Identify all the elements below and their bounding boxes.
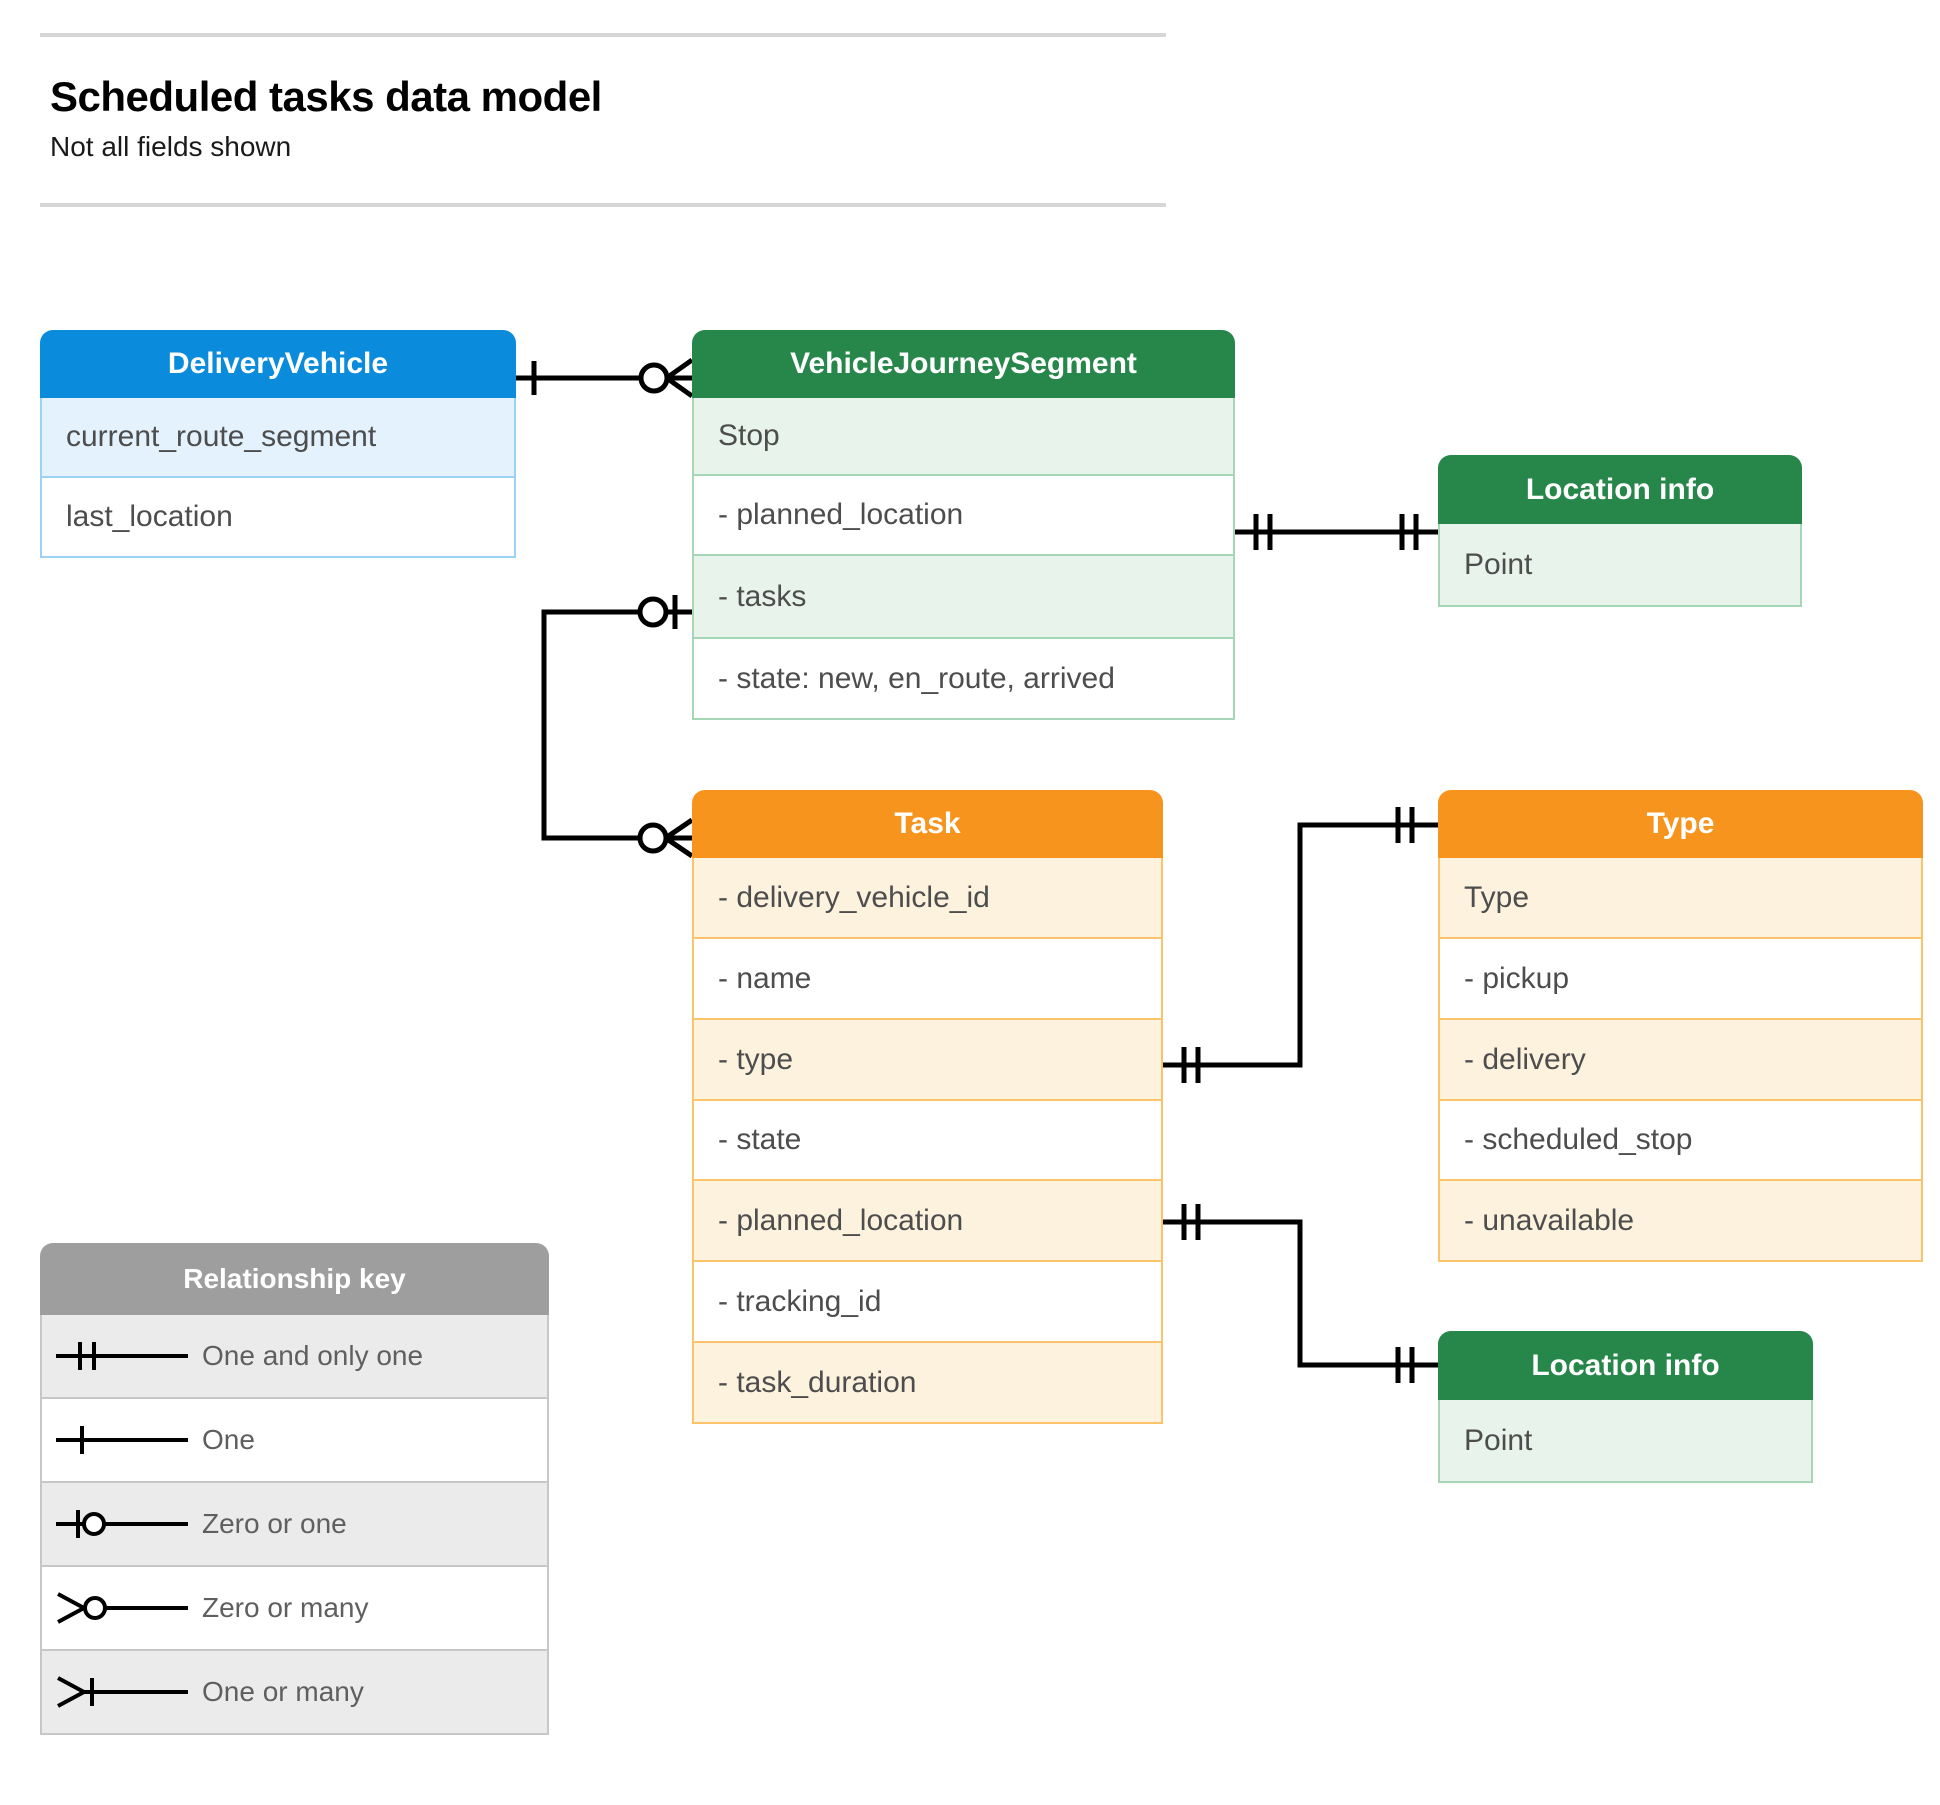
field-stop[interactable]: Stop <box>692 398 1235 476</box>
entity-title: Type <box>1646 807 1715 840</box>
legend-item-label: Zero or many <box>202 1592 369 1623</box>
field-label: last_location <box>66 500 233 533</box>
entity-title: VehicleJourneySegment <box>790 347 1137 380</box>
legend-title: Relationship key <box>183 1263 406 1294</box>
field-label: - name <box>718 961 812 995</box>
field-label: - type <box>718 1042 794 1076</box>
one-or-many-icon <box>42 1672 202 1712</box>
field-label: - unavailable <box>1464 1203 1635 1237</box>
field-label: current_route_segment <box>66 420 377 453</box>
field-label: - tasks <box>718 579 807 613</box>
entity-task-header: Task <box>692 790 1163 858</box>
field-delivery[interactable]: - delivery <box>1438 1020 1923 1101</box>
field-point[interactable]: Point <box>1438 1400 1813 1483</box>
entity-title: Task <box>894 807 961 840</box>
zero-or-one-icon <box>42 1504 202 1544</box>
entity-title: Location info <box>1531 1348 1720 1382</box>
field-tasks[interactable]: - tasks <box>692 556 1235 639</box>
entity-delivery-vehicle[interactable]: DeliveryVehicle current_route_segment la… <box>40 330 516 558</box>
entity-delivery-vehicle-header: DeliveryVehicle <box>40 330 516 398</box>
field-pickup[interactable]: - pickup <box>1438 939 1923 1020</box>
one-icon <box>42 1420 202 1460</box>
edge-task-location-to-location-bottom <box>1163 1219 1438 1368</box>
field-type[interactable]: - type <box>692 1020 1163 1101</box>
legend-item-one-and-only-one[interactable]: One and only one <box>40 1315 549 1399</box>
field-label: - pickup <box>1464 961 1570 995</box>
field-unavailable[interactable]: - unavailable <box>1438 1181 1923 1262</box>
field-planned-location[interactable]: - planned_location <box>692 1181 1163 1262</box>
field-label: - delivery_vehicle_id <box>718 880 990 914</box>
legend-header: Relationship key <box>40 1243 549 1315</box>
field-state[interactable]: - state: new, en_route, arrived <box>692 639 1235 720</box>
entity-location-info-top[interactable]: Location info Point <box>1438 455 1802 607</box>
legend-item-label: One <box>202 1424 255 1455</box>
field-task-duration[interactable]: - task_duration <box>692 1343 1163 1424</box>
legend-item-label: Zero or one <box>202 1508 347 1539</box>
legend-item-zero-or-one[interactable]: Zero or one <box>40 1483 549 1567</box>
field-name[interactable]: - name <box>692 939 1163 1020</box>
page-subtitle: Not all fields shown <box>50 131 292 162</box>
field-label: - planned_location <box>718 1203 964 1237</box>
legend-item-one-or-many[interactable]: One or many <box>40 1651 549 1735</box>
entity-location-info-bottom-header: Location info <box>1438 1331 1813 1400</box>
field-label: Point <box>1464 547 1533 581</box>
field-label: - tracking_id <box>718 1284 882 1318</box>
entity-vehicle-journey-segment[interactable]: VehicleJourneySegment Stop - planned_loc… <box>692 330 1235 720</box>
field-label: - scheduled_stop <box>1464 1123 1693 1156</box>
entity-task[interactable]: Task - delivery_vehicle_id - name - type… <box>692 790 1163 1424</box>
entity-type-header: Type <box>1438 790 1923 858</box>
field-delivery-vehicle-id[interactable]: - delivery_vehicle_id <box>692 858 1163 939</box>
entity-location-info-bottom[interactable]: Location info Point <box>1438 1331 1813 1483</box>
entity-location-info-top-header: Location info <box>1438 455 1802 524</box>
edge-task-type-to-type <box>1163 822 1438 1068</box>
field-label: Type <box>1464 880 1530 914</box>
field-label: Stop <box>718 419 780 452</box>
field-last-location[interactable]: last_location <box>40 478 516 558</box>
field-label: - planned_location <box>718 498 964 531</box>
field-point[interactable]: Point <box>1438 524 1802 607</box>
legend-item-label: One and only one <box>202 1340 424 1371</box>
zero-or-many-icon <box>42 1588 202 1628</box>
edge-segment-tasks-to-task <box>541 609 692 841</box>
header-divider-bottom <box>40 203 1166 207</box>
field-state[interactable]: - state <box>692 1101 1163 1181</box>
one-and-only-one-icon <box>42 1336 202 1376</box>
field-type-value[interactable]: Type <box>1438 858 1923 939</box>
entity-type[interactable]: Type Type - pickup - delivery - schedule… <box>1438 790 1923 1262</box>
page-title: Scheduled tasks data model <box>50 73 602 120</box>
header-divider-top <box>40 33 1166 37</box>
field-label: - state: new, en_route, arrived <box>718 661 1115 695</box>
legend-relationship-key[interactable]: Relationship key One and only one One <box>40 1243 549 1735</box>
legend-item-one[interactable]: One <box>40 1399 549 1483</box>
field-planned-location[interactable]: - planned_location <box>692 476 1235 556</box>
field-label: Point <box>1464 1423 1533 1457</box>
entity-vehicle-journey-segment-header: VehicleJourneySegment <box>692 330 1235 398</box>
field-tracking-id[interactable]: - tracking_id <box>692 1262 1163 1343</box>
field-scheduled-stop[interactable]: - scheduled_stop <box>1438 1101 1923 1181</box>
field-label: - task_duration <box>718 1365 917 1399</box>
field-label: - delivery <box>1464 1042 1586 1076</box>
entity-title: DeliveryVehicle <box>167 347 389 380</box>
field-current-route-segment[interactable]: current_route_segment <box>40 398 516 478</box>
legend-item-zero-or-many[interactable]: Zero or many <box>40 1567 549 1651</box>
field-label: - state <box>718 1123 802 1156</box>
entity-title: Location info <box>1525 472 1715 506</box>
legend-item-label: One or many <box>202 1676 364 1707</box>
